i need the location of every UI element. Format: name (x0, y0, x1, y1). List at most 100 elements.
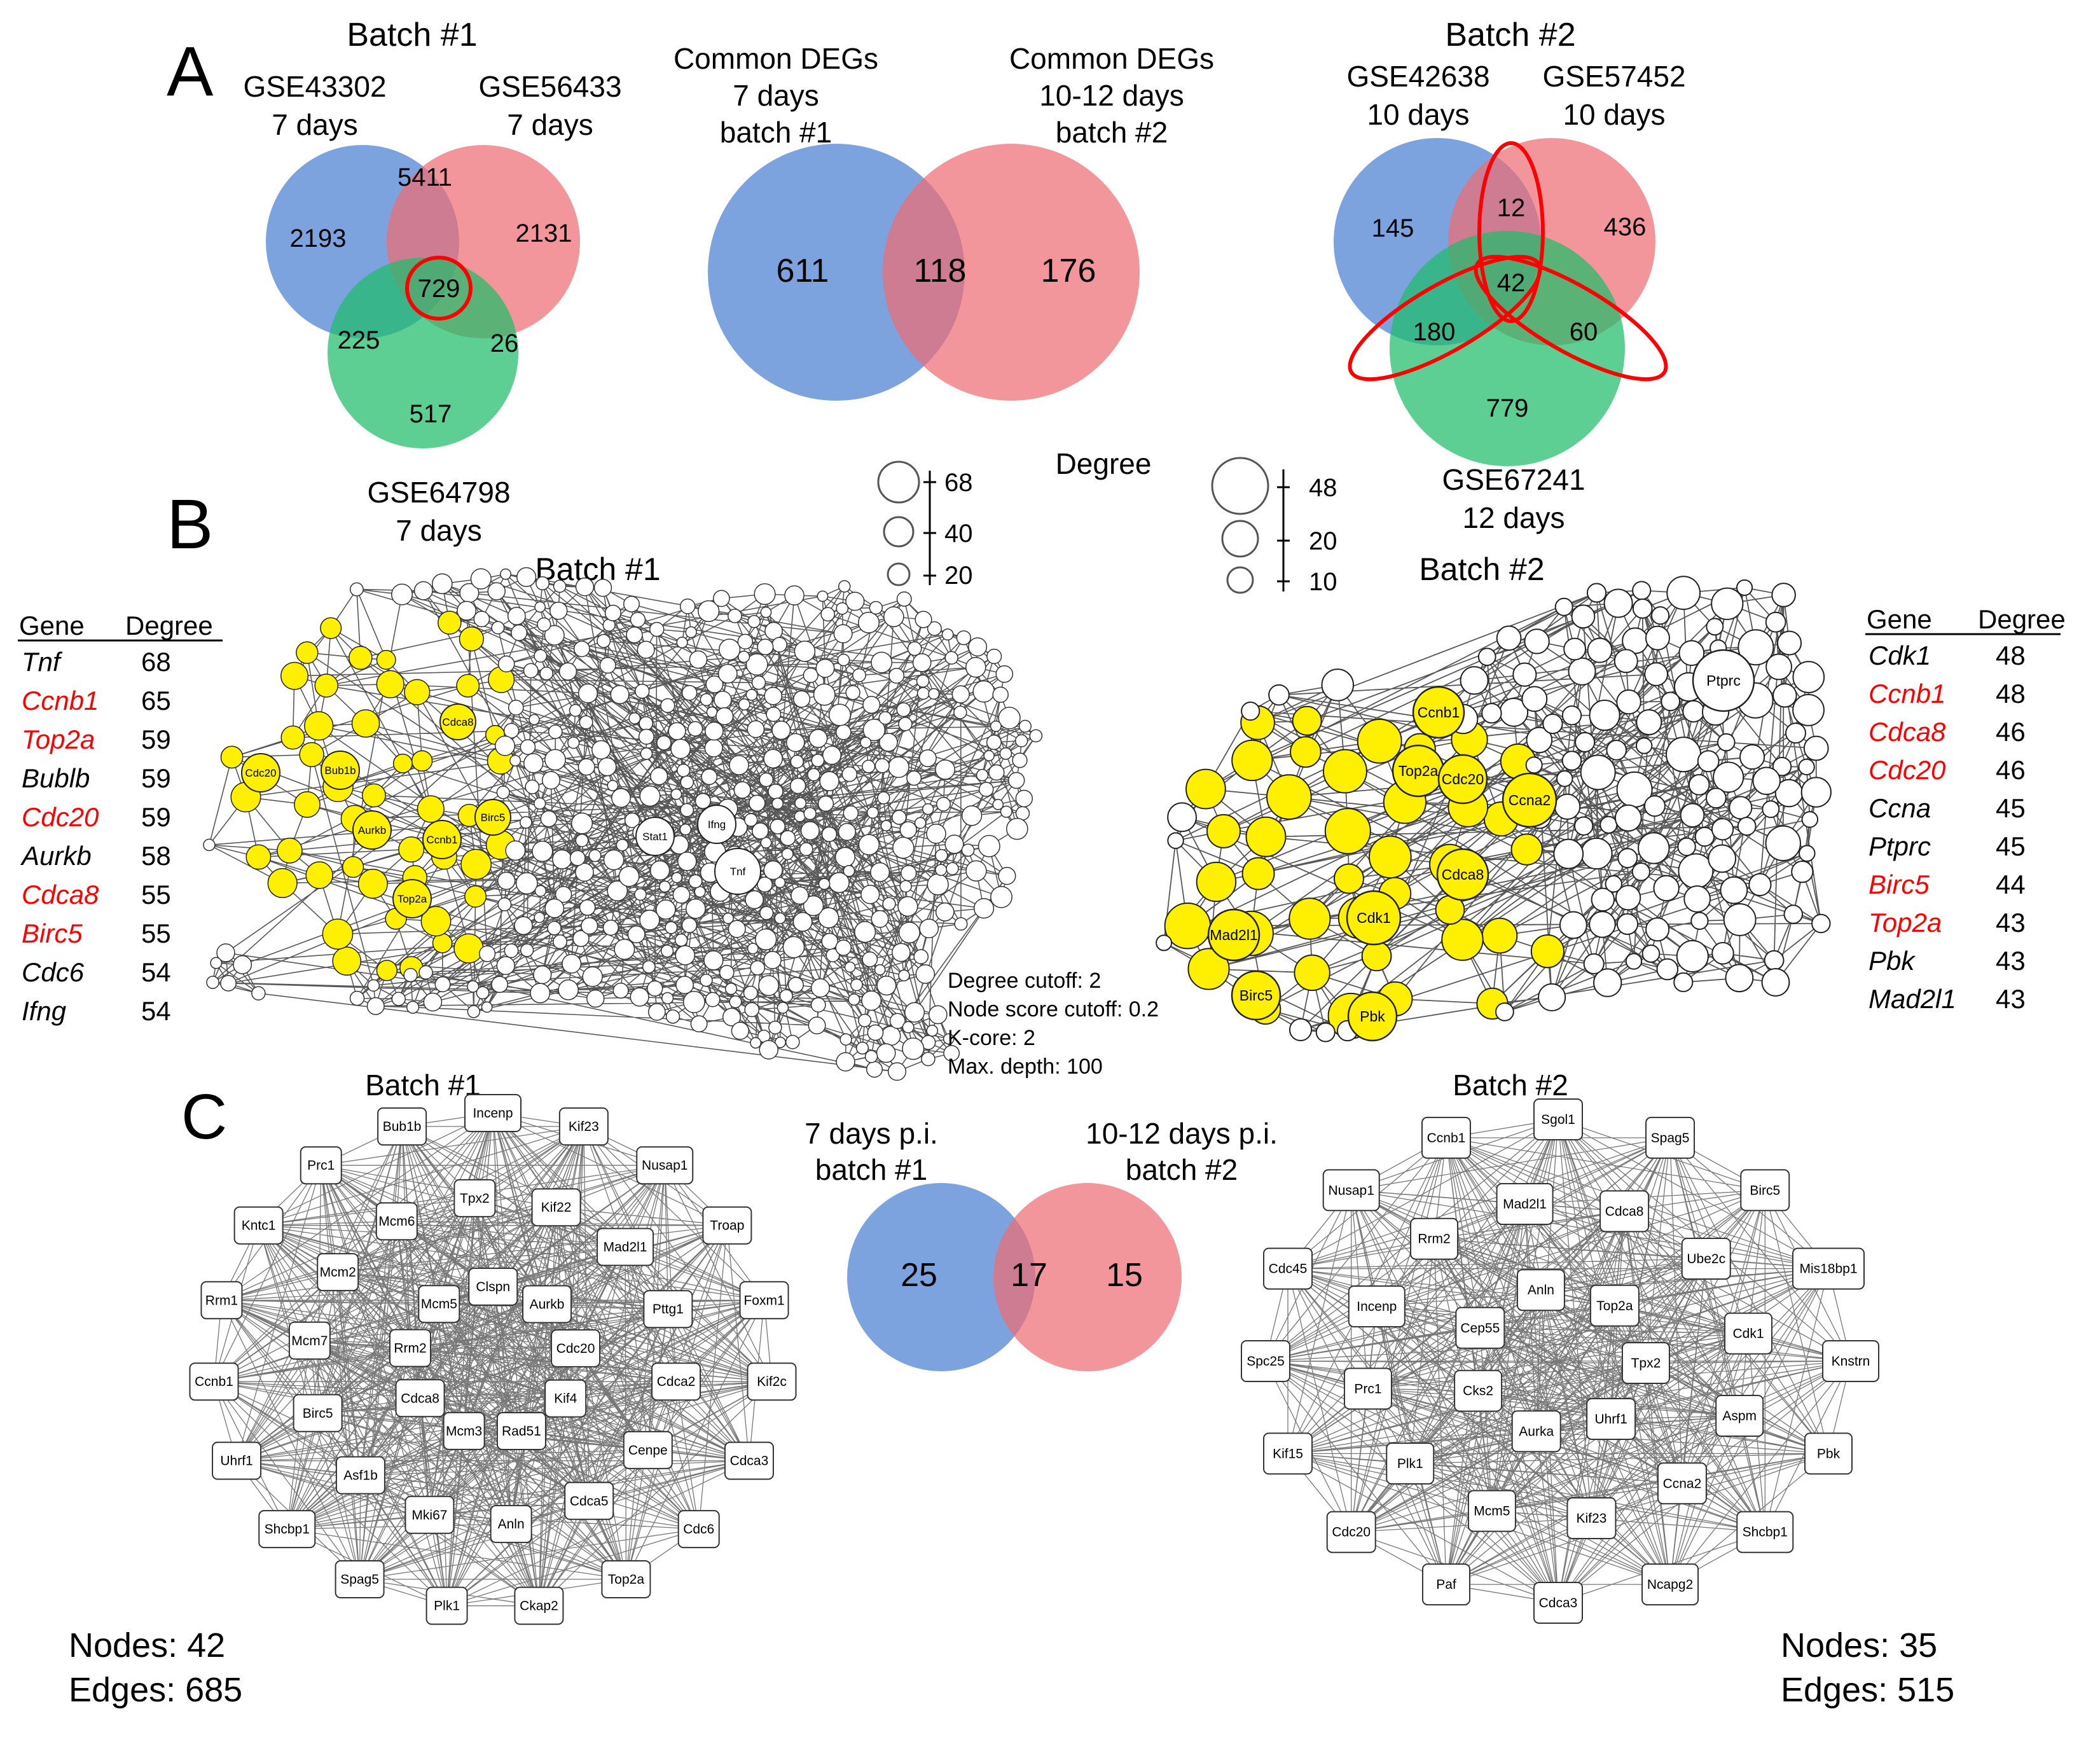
ppi-node-label: Ube2c (1687, 1252, 1725, 1266)
network-node (792, 911, 813, 932)
network-node (1575, 731, 1596, 753)
network-node (496, 786, 510, 799)
network-node (413, 581, 433, 600)
ppi-node-label: Cdc20 (556, 1341, 595, 1356)
network-node (497, 655, 515, 673)
left-title-1: 7 days p.i. (805, 1117, 938, 1150)
network-node-yellow (438, 611, 462, 635)
ppi-node-label: Aurkb (530, 1298, 565, 1312)
network-node (679, 823, 692, 836)
network-node (500, 568, 511, 580)
network-node (558, 662, 577, 681)
count-bc: 60 (1570, 318, 1598, 346)
network-node (866, 1061, 883, 1078)
ppi-node-label: Kif23 (569, 1119, 599, 1134)
count-only-a: 2193 (290, 225, 347, 253)
network-node (688, 874, 703, 889)
ppi-node (564, 1481, 614, 1520)
network-node (738, 650, 750, 663)
network-node (722, 912, 734, 924)
network-node (889, 1013, 906, 1029)
network-node (998, 867, 1016, 885)
ppi-node (1386, 1443, 1435, 1485)
network-node (749, 794, 766, 812)
ppi-node (1516, 1269, 1565, 1312)
network-node (1014, 734, 1028, 747)
network-node (1792, 661, 1825, 693)
ppi-node (1421, 1563, 1470, 1606)
network-node (647, 1003, 666, 1021)
ppi-node-label: Nusap1 (1329, 1183, 1374, 1198)
network-node (838, 580, 851, 593)
network-node (504, 943, 519, 959)
network-node (1656, 958, 1679, 981)
ppi-node-label: Kif22 (541, 1200, 572, 1215)
set-b-time: 10 days (1563, 98, 1665, 131)
network-node (1711, 942, 1734, 965)
network-node (836, 602, 849, 615)
network-node-yellow (1481, 917, 1518, 954)
ppi-node-label: Bub1b (383, 1119, 422, 1134)
network-node (807, 768, 820, 782)
network-node-label: Ifng (708, 819, 726, 831)
network-node (880, 820, 892, 831)
ppi-node-label: Plk1 (1397, 1457, 1423, 1471)
network-node (1554, 793, 1581, 820)
network-node (1645, 625, 1670, 651)
network-node (680, 803, 694, 817)
network-node (760, 606, 772, 618)
network-node (752, 822, 769, 840)
network-node (588, 849, 602, 862)
table-header-degree: Degree (125, 611, 213, 640)
table-header-degree: Degree (1978, 604, 2066, 634)
network-node (681, 685, 698, 701)
ppi-node-label: Aspm (1722, 1409, 1757, 1423)
batch1-network-nodes (203, 567, 1043, 1081)
ppi-node (1454, 1369, 1503, 1412)
ppi-node (200, 1281, 243, 1320)
count-left: 25 (901, 1257, 937, 1294)
network-node (637, 640, 655, 659)
network-node (913, 949, 929, 965)
network-node (1029, 729, 1043, 743)
network-node (569, 850, 586, 866)
legend-value: 68 (944, 469, 973, 497)
network-node (1705, 787, 1727, 809)
ppi-node (404, 1495, 455, 1534)
network-node (992, 686, 1009, 703)
ppi-node (425, 1586, 468, 1625)
network-node (714, 691, 732, 709)
network-node (597, 757, 617, 777)
panel-a: A Batch #1 GSE43302 7 days GSE56433 7 da… (167, 17, 1686, 547)
network-node (919, 918, 939, 939)
network-node (867, 1024, 884, 1041)
network-node-label: Ccnb1 (1418, 704, 1460, 721)
network-node (1526, 726, 1553, 754)
network-node-labeled (1436, 848, 1489, 901)
network-node-yellow (1266, 774, 1312, 820)
network-node (700, 973, 713, 987)
network-node-yellow (1322, 749, 1367, 794)
count-only-b: 436 (1604, 213, 1647, 241)
network-node (1737, 817, 1757, 836)
network-node (808, 729, 828, 748)
network-node-yellow (464, 885, 487, 908)
network-node (771, 637, 787, 653)
network-node (902, 1021, 915, 1034)
network-node (792, 690, 811, 708)
network-node (724, 983, 738, 995)
network-node (679, 599, 696, 614)
network-node (1772, 683, 1797, 708)
network-node (1008, 772, 1025, 789)
network-node (610, 684, 630, 705)
network-node-label: Aurkb (358, 824, 386, 836)
network-node-labeled (1437, 754, 1488, 805)
network-node (1682, 700, 1705, 723)
network-node (719, 639, 741, 661)
network-node (544, 898, 565, 918)
network-node (1587, 637, 1613, 663)
network-node (1288, 1018, 1313, 1042)
ppi-node (651, 1362, 701, 1401)
ppi-node (1467, 1490, 1516, 1532)
